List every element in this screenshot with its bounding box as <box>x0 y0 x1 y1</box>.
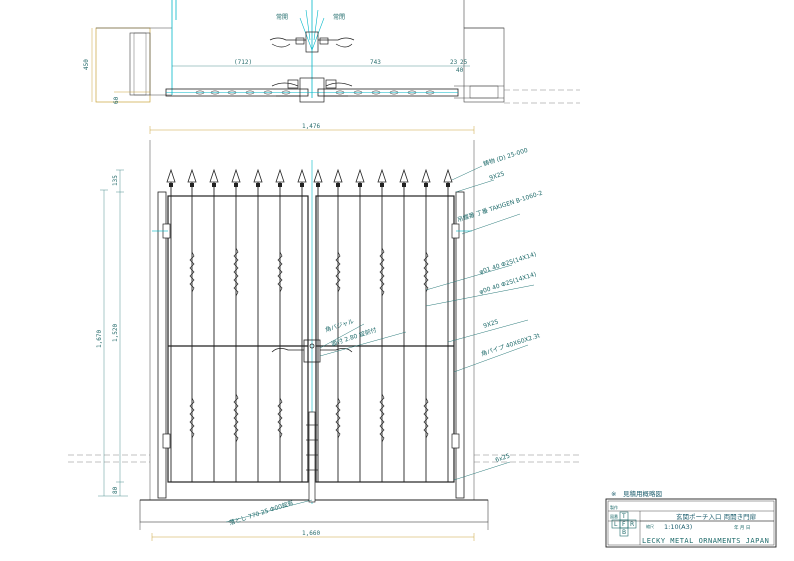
plan-handle-upper <box>269 31 355 53</box>
plan-label-right-swing: 常閉 <box>333 13 345 21</box>
twisted-bars <box>189 247 429 443</box>
elev-dim-top: 1,476 <box>302 123 320 130</box>
plan-dim-vertical: 450 <box>83 59 90 70</box>
spear-tips <box>166 168 453 183</box>
date-value: 年 月 日 <box>734 524 750 531</box>
company-name: LECKY METAL ORNAMENTS JAPAN <box>642 537 769 545</box>
callout-flat-top: 9X25 <box>488 170 505 182</box>
plan-dim-side-a: 23 <box>450 59 458 66</box>
lock-handle <box>271 339 353 363</box>
leader-lines <box>225 165 535 523</box>
plan-view: 450 60 (712) 743 23 25 40 <box>83 0 580 104</box>
logo-letter-r: R <box>630 521 634 528</box>
plan-handle-lower <box>271 77 353 103</box>
plan-dim-small: 60 <box>113 96 120 104</box>
elev-dim-height-top: 135 <box>112 175 119 186</box>
logo-letter-f: F <box>622 521 626 528</box>
elev-dim-height-main: 1,520 <box>112 324 119 342</box>
logo-letter-l: L <box>614 521 618 528</box>
scale-label: 縮尺 <box>646 523 654 529</box>
callout-hinge: 吊蝶番 丁番 TAKIGEN B-1060-2 <box>456 189 543 224</box>
elev-dim-height-total: 1,670 <box>96 330 103 348</box>
scale-value: 1:10(A3) <box>664 523 692 531</box>
lecky-logo <box>611 511 637 537</box>
logo-letter-t: T <box>621 513 626 520</box>
title-row1-label: 製作 <box>610 504 618 510</box>
callout-casting: 鋳物 (D) 25-000 <box>482 146 529 168</box>
elev-dim-height-bottom: 80 <box>112 486 119 494</box>
callout-drop-bolt: 落とし 770 25 Φ00錠有 <box>228 499 294 527</box>
callout-post: 角パイプ 40X60X2.3t <box>480 331 541 358</box>
logo-letter-b: B <box>622 529 626 536</box>
plan-dim-right: 743 <box>370 59 381 66</box>
picket-collars <box>169 183 450 187</box>
elevation-view: 1,476 1,660 1,670 1,520 135 80 <box>68 123 580 541</box>
drop-bolt <box>306 411 318 503</box>
callout-flat-mid: 9X25 <box>482 318 499 330</box>
title-block-header: ※ 見積用概略図 <box>611 489 662 498</box>
drawing-title: 玄関ポーチ入口 両開き門扉 <box>676 512 757 521</box>
title-row2-label: 図番 <box>610 513 618 519</box>
plan-label-left-swing: 常開 <box>276 13 288 21</box>
elev-dim-bottom: 1,660 <box>302 530 320 537</box>
plan-dim-left: (712) <box>234 59 252 66</box>
plan-dim-side-b: 25 <box>460 59 468 66</box>
callout-picket-b: φ00 40 Φ25(14X14) <box>478 271 537 296</box>
callout-flat-bottom: 6x25 <box>494 453 511 464</box>
title-block: ※ 見積用概略図 製作 図番 玄関ポーチ入口 両開き門扉 縮尺 1:10(A3)… <box>605 489 777 548</box>
plan-dim-side-c: 40 <box>456 67 464 74</box>
